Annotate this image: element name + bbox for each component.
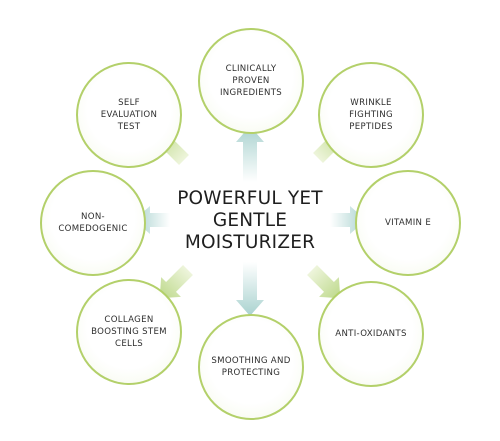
center-title-line-3: MOISTURIZER <box>184 232 316 253</box>
benefit-line: EVALUATION <box>100 110 158 120</box>
benefit-line: SELF <box>118 98 140 108</box>
benefit-circle-anti-oxidants: ANTI-OXIDANTS <box>318 281 424 387</box>
center-title-line-2: GENTLE <box>212 210 288 231</box>
benefit-line: TEST <box>117 122 141 132</box>
benefit-line: CELLS <box>115 339 143 349</box>
arrow-lower-left <box>159 265 193 299</box>
benefit-circle-wrinkle-fighting: WRINKLE FIGHTING PEPTIDES <box>318 62 424 168</box>
benefit-circle-non-comedogenic: NON- COMEDOGENIC <box>40 170 146 276</box>
benefit-line: INGREDIENTS <box>219 88 283 98</box>
arrow-lower-right <box>307 265 341 299</box>
center-title: POWERFUL YET GENTLE MOISTURIZER <box>150 188 350 254</box>
benefit-line: FIGHTING <box>349 110 393 120</box>
benefit-line: PROTECTING <box>221 368 281 378</box>
benefit-line: CLINICALLY <box>225 64 277 74</box>
arrow-down <box>236 262 264 316</box>
benefit-line: PEPTIDES <box>349 122 393 132</box>
benefit-circle-vitamin-e: VITAMIN E <box>355 170 461 276</box>
benefit-line: NON- <box>81 212 105 222</box>
benefit-line: VITAMIN E <box>384 218 432 228</box>
benefit-line: COLLAGEN <box>104 315 154 325</box>
benefit-line: PROVEN <box>232 76 270 86</box>
arrow-up <box>236 126 264 182</box>
benefit-circle-self-evaluation: SELF EVALUATION TEST <box>76 62 182 168</box>
benefit-circle-clinically-proven: CLINICALLY PROVEN INGREDIENTS <box>198 28 304 134</box>
benefit-circle-smoothing: SMOOTHING AND PROTECTING <box>198 314 304 420</box>
center-title-line-1: POWERFUL YET <box>177 188 323 209</box>
benefit-circle-collagen: COLLAGEN BOOSTING STEM CELLS <box>76 279 182 385</box>
benefit-line: BOOSTING STEM <box>91 327 167 337</box>
benefit-line: COMEDOGENIC <box>58 224 128 234</box>
benefit-line: SMOOTHING AND <box>211 356 291 366</box>
benefit-line: ANTI-OXIDANTS <box>335 329 407 339</box>
benefit-line: WRINKLE <box>350 98 392 108</box>
